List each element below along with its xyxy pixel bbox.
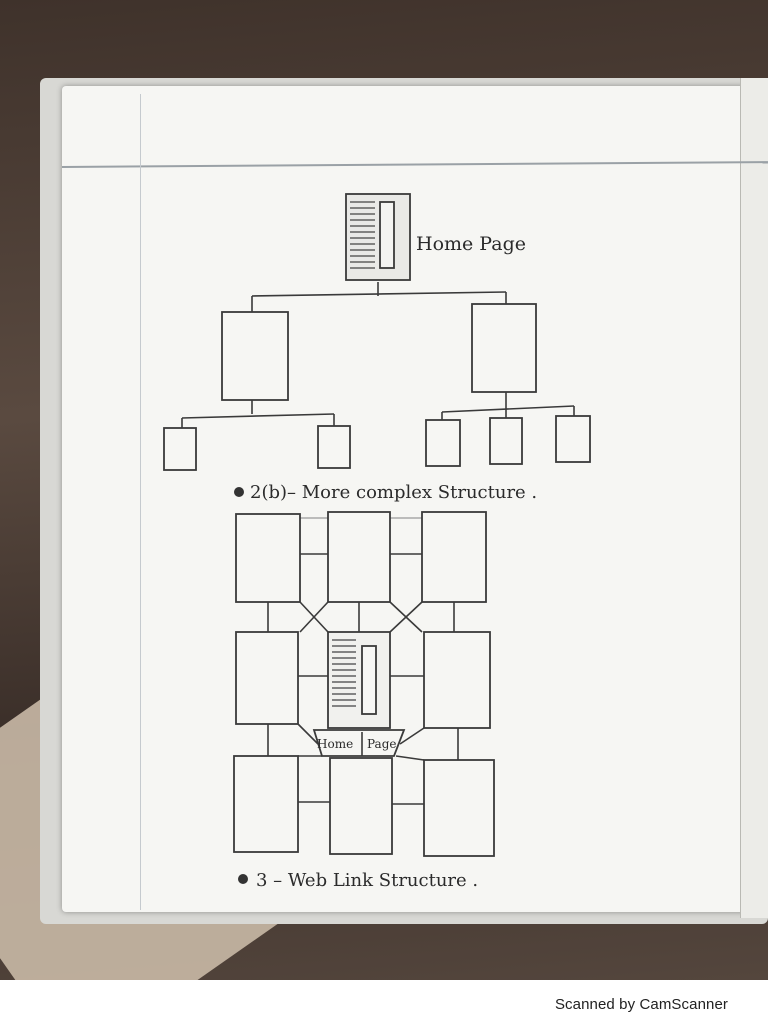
web-node-bottom-center	[329, 757, 393, 855]
tree-node-right	[471, 303, 537, 393]
scanner-footer-bar	[0, 980, 768, 1024]
tree-structure-diagram: Home Page	[163, 193, 591, 503]
tree-leaf-1	[163, 427, 197, 471]
tree-node-left	[221, 311, 289, 401]
web-center-label-right: Page	[367, 737, 396, 751]
diagrams-canvas: Home Page	[163, 193, 591, 891]
tree-leaf-2	[317, 425, 351, 469]
page-margin-rule	[140, 94, 141, 910]
web-node-top-right	[421, 511, 487, 603]
web-node-mid-right	[423, 631, 491, 729]
web-node-bottom-right	[423, 759, 495, 857]
root-label: Home Page	[416, 233, 526, 255]
tree-leaf-4	[489, 417, 523, 465]
web-node-top-center	[327, 511, 391, 603]
web-node-top-left	[235, 513, 301, 603]
web-caption: 3 – Web Link Structure .	[256, 870, 478, 891]
numbered-bullet-icon	[238, 874, 248, 884]
tree-leaf-5	[555, 415, 591, 463]
tree-caption: 2(b)– More complex Structure .	[250, 482, 537, 503]
web-center-label-left: Home	[317, 737, 353, 751]
tree-leaf-3	[425, 419, 461, 467]
facing-page-edge	[740, 78, 768, 918]
home-page-document-icon	[327, 631, 391, 729]
home-page-document-icon	[345, 193, 411, 281]
numbered-bullet-icon	[234, 487, 244, 497]
web-node-mid-left	[235, 631, 299, 725]
web-node-bottom-left	[233, 755, 299, 853]
web-link-structure-diagram: Home Page	[233, 511, 495, 891]
scanner-watermark-text: Scanned by CamScanner	[554, 996, 728, 1013]
